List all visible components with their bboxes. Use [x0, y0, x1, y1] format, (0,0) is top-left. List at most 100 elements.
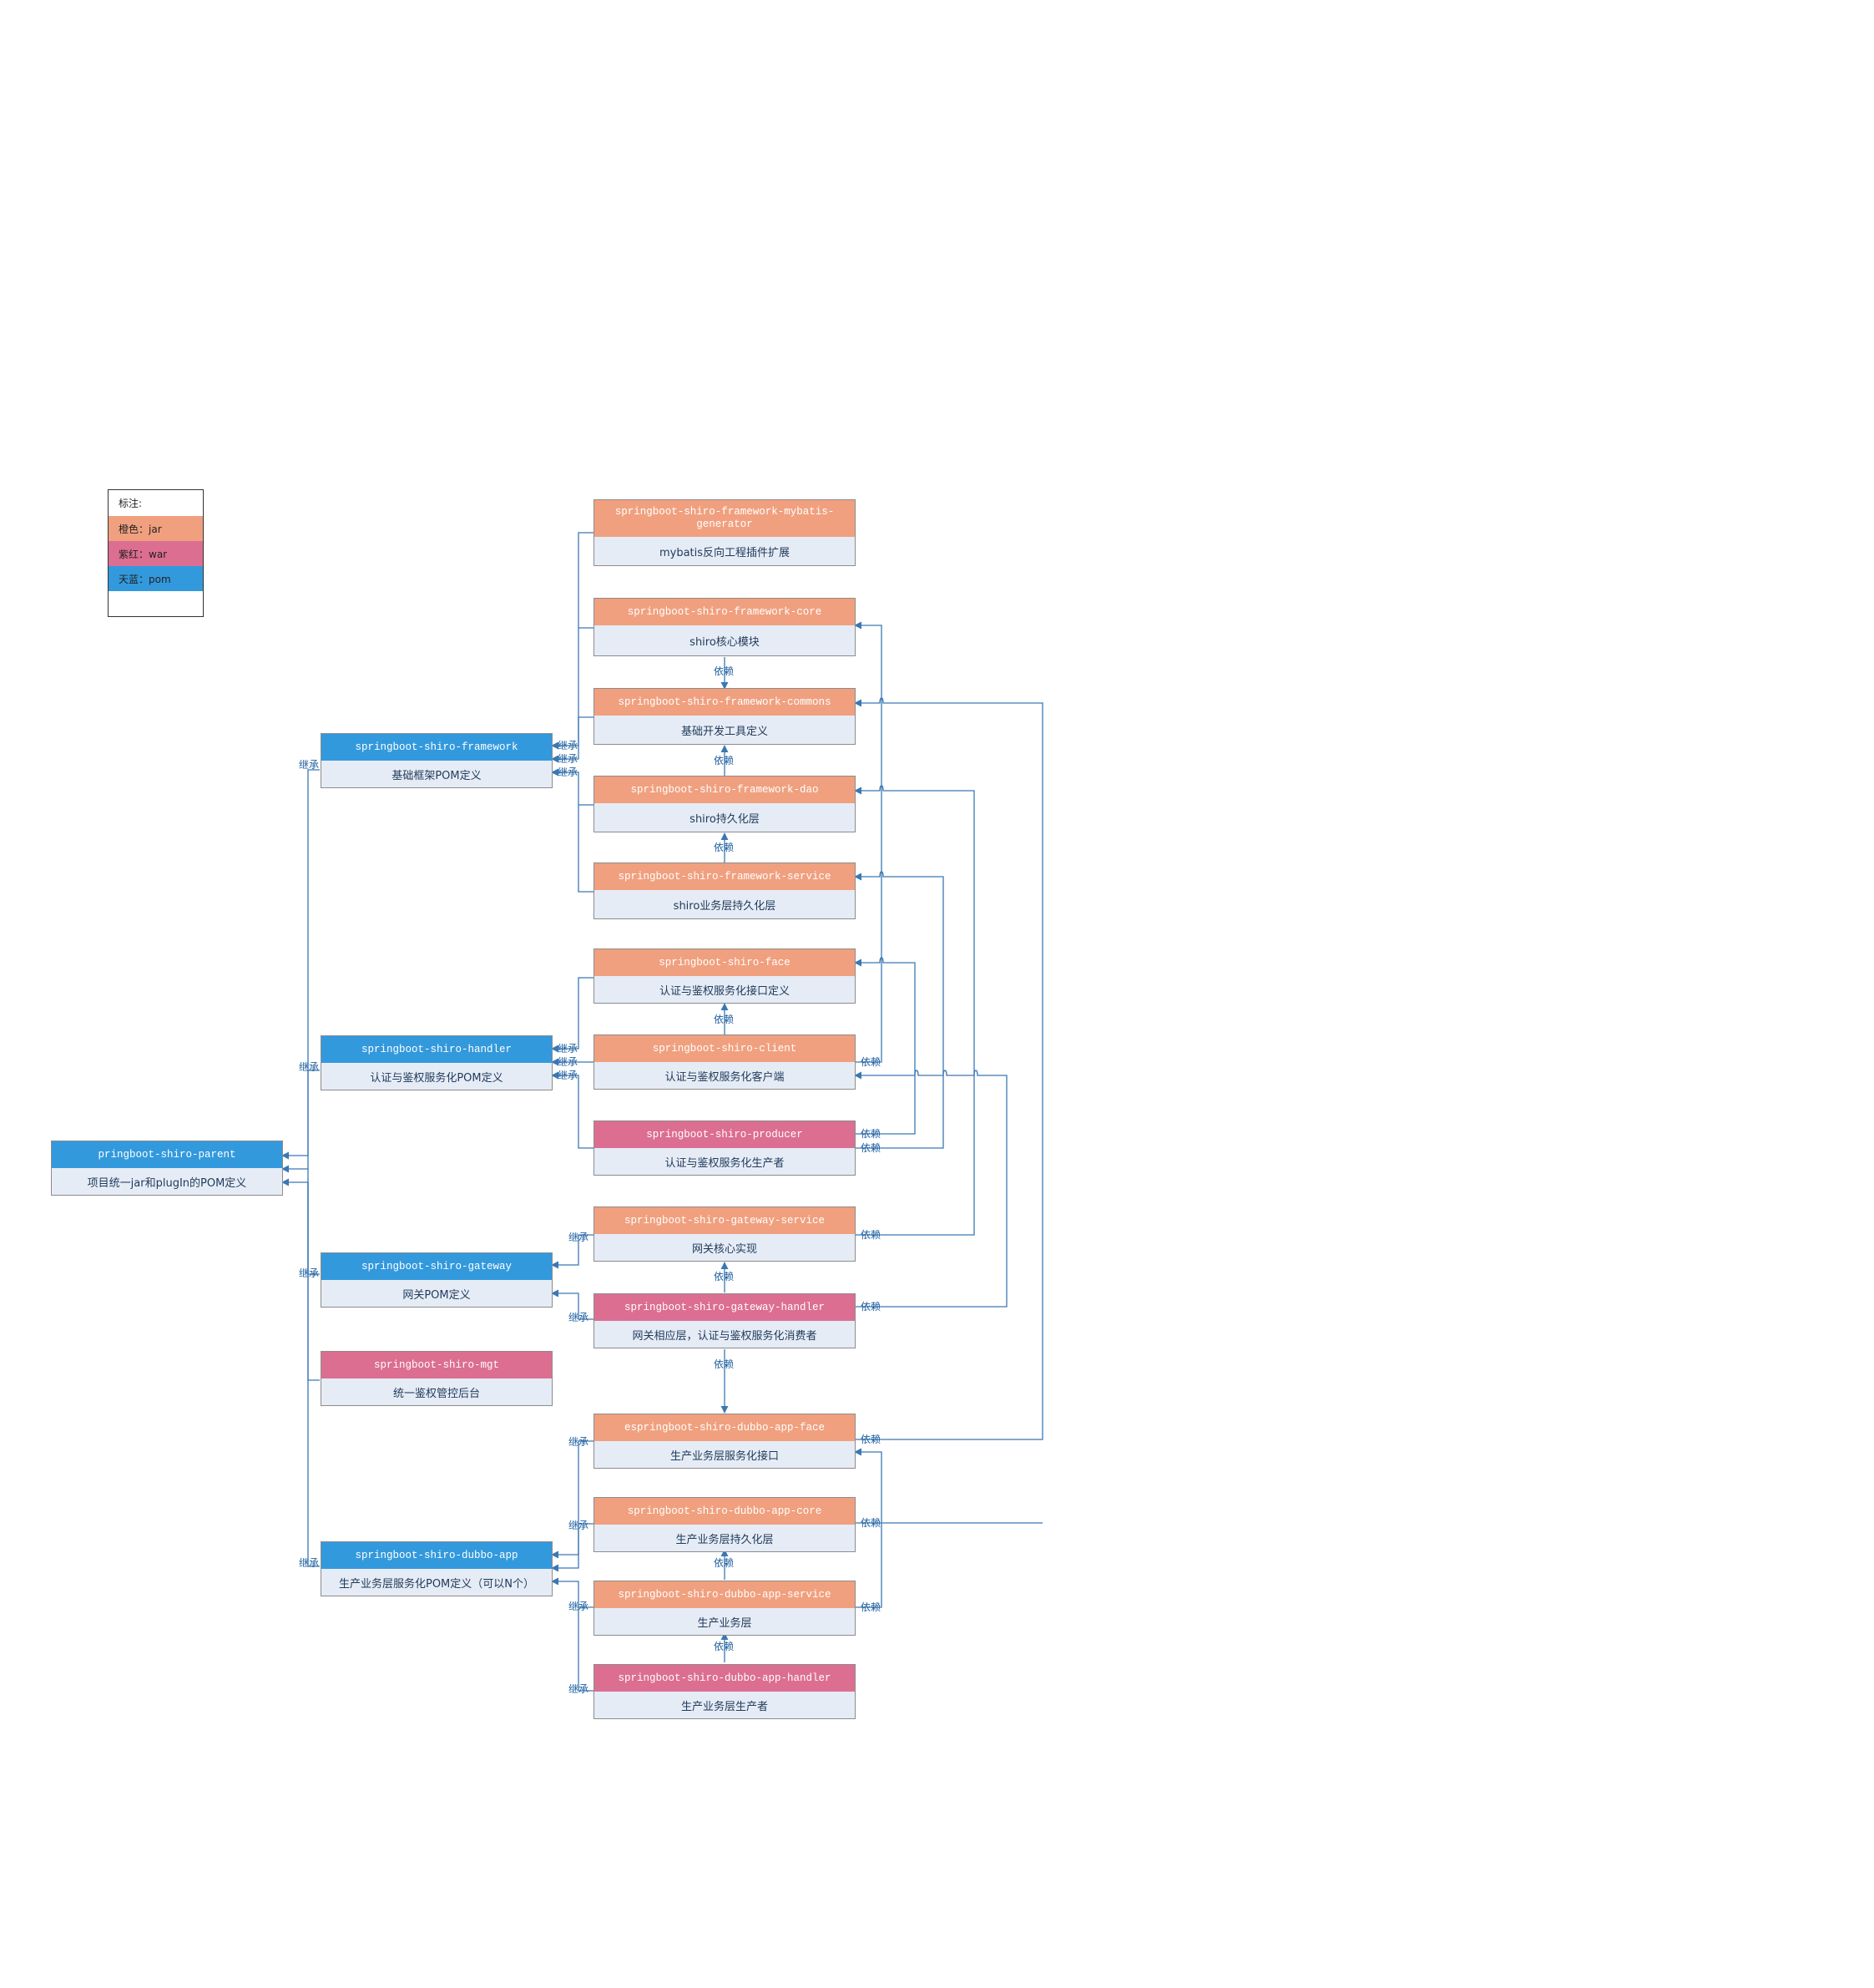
node-description: 认证与鉴权服务化接口定义: [659, 984, 790, 998]
node-title: springboot-shiro-framework: [321, 734, 552, 761]
inherit-edge-gateway: [307, 1169, 320, 1275]
node-description: 生产业务层生产者: [680, 1700, 768, 1713]
depend-edge-producer-face: [854, 957, 916, 1135]
node-client[interactable]: springboot-shiro-client 认证与鉴权服务化客户端: [594, 1034, 856, 1090]
node-title: springboot-shiro-client: [594, 1035, 855, 1062]
node-title: springboot-shiro-gateway: [321, 1253, 552, 1280]
edge-label-depend: 依赖: [714, 754, 734, 766]
node-description: 生产业务层服务化接口: [669, 1449, 779, 1463]
depend-edge-producer-service: [854, 871, 944, 1149]
node-description: 认证与鉴权服务化生产者: [664, 1156, 785, 1170]
edge-label-depend: 依赖: [861, 1127, 881, 1140]
inherit-edge-gw-service: [551, 1234, 594, 1269]
node-description: shiro业务层持久化层: [673, 899, 776, 913]
node-title: springboot-shiro-framework-core: [594, 599, 855, 625]
node-title: springboot-shiro-dubbo-app: [321, 1542, 552, 1569]
edge-label-depend: 依赖: [714, 1556, 734, 1569]
node-dubbo-app[interactable]: springboot-shiro-dubbo-app 生产业务层服务化POM定义…: [321, 1541, 553, 1596]
node-da-handler[interactable]: springboot-shiro-dubbo-app-handler 生产业务层…: [594, 1664, 856, 1719]
node-fw-core[interactable]: springboot-shiro-framework-core shiro核心模…: [594, 598, 856, 656]
inherit-edge-face: [551, 977, 594, 1053]
edge-label-inherit: 继承: [299, 759, 319, 771]
node-gw-service[interactable]: springboot-shiro-gateway-service 网关核心实现: [594, 1206, 856, 1262]
node-gw-handler[interactable]: springboot-shiro-gateway-handler 网关相应层，认…: [594, 1293, 856, 1348]
node-description: shiro核心模块: [689, 635, 760, 649]
node-fw-commons[interactable]: springboot-shiro-framework-commons 基础开发工…: [594, 688, 856, 745]
inherit-edge-handler: [281, 1070, 320, 1173]
edge-label-depend: 依赖: [714, 665, 734, 677]
node-title: springboot-shiro-framework-mybatis-gener…: [594, 500, 855, 537]
edge-label-inherit: 继承: [299, 1061, 319, 1073]
node-description: 生产业务层服务化POM定义（可以N个）: [338, 1577, 534, 1591]
inherit-edge-fw-commons: [551, 716, 594, 763]
node-framework[interactable]: springboot-shiro-framework 基础框架POM定义: [321, 733, 553, 788]
edge-label-inherit: 继承: [568, 1601, 588, 1612]
edge-label-inherit: 继承: [568, 1683, 588, 1695]
node-da-service[interactable]: springboot-shiro-dubbo-app-service 生产业务层: [594, 1581, 856, 1636]
edge-label-inherit: 继承: [558, 766, 578, 778]
edge-label-inherit: 继承: [299, 1267, 319, 1279]
edge-label-inherit: 继承: [568, 1232, 588, 1243]
depend-edge-client-core: [854, 621, 882, 1063]
node-fw-dao[interactable]: springboot-shiro-framework-dao shiro持久化层: [594, 776, 856, 832]
depend-labels: 依赖 依赖 依赖 依赖 依赖 依赖 依赖 依赖 依赖 依赖 依赖 依赖 依赖 依…: [714, 665, 881, 1652]
node-parent[interactable]: pringboot-shiro-parent 项目统一jar和plugIn的PO…: [51, 1141, 283, 1196]
node-description: 基础开发工具定义: [680, 725, 768, 738]
edge-label-depend: 依赖: [714, 841, 734, 853]
node-description: 认证与鉴权服务化客户端: [664, 1070, 785, 1084]
edge-label-inherit: 继承: [558, 1056, 578, 1068]
node-title: springboot-shiro-mgt: [321, 1352, 552, 1378]
edge-label-depend: 依赖: [861, 1300, 881, 1313]
node-fw-mybatis[interactable]: springboot-shiro-framework-mybatis-gener…: [594, 499, 856, 566]
node-gateway[interactable]: springboot-shiro-gateway 网关POM定义: [321, 1252, 553, 1308]
node-title: springboot-shiro-dubbo-app-service: [594, 1581, 855, 1608]
node-producer[interactable]: springboot-shiro-producer 认证与鉴权服务化生产者: [594, 1120, 856, 1176]
legend-item-pom: 天蓝：pom: [109, 566, 203, 591]
node-title: springboot-shiro-framework-commons: [594, 689, 855, 716]
node-description: 网关相应层，认证与鉴权服务化消费者: [632, 1329, 817, 1343]
edge-label-depend: 依赖: [861, 1055, 881, 1068]
node-description: 网关核心实现: [691, 1242, 757, 1256]
edge-label-depend: 依赖: [861, 1516, 881, 1529]
node-description: mybatis反向工程插件扩展: [659, 546, 791, 559]
edge-label-depend: 依赖: [861, 1601, 881, 1613]
node-title: springboot-shiro-gateway-handler: [594, 1294, 855, 1321]
edge-label-inherit: 继承: [568, 1436, 588, 1448]
depend-edge-daservice-daface: [854, 1448, 882, 1608]
edge-label-depend: 依赖: [861, 1141, 881, 1154]
node-title: springboot-shiro-handler: [321, 1036, 552, 1063]
node-da-face[interactable]: espringboot-shiro-dubbo-app-face 生产业务层服务…: [594, 1414, 856, 1469]
node-face[interactable]: springboot-shiro-face 认证与鉴权服务化接口定义: [594, 948, 856, 1004]
inherit-edge-da-face: [551, 1440, 594, 1559]
node-mgt[interactable]: springboot-shiro-mgt 统一鉴权管控后台: [321, 1351, 553, 1406]
node-title: springboot-shiro-framework-dao: [594, 776, 855, 803]
node-title: springboot-shiro-dubbo-app-handler: [594, 1665, 855, 1692]
legend-title: 标注:: [119, 497, 143, 509]
legend-item-war: 紫红：war: [109, 541, 203, 566]
inherit-labels: 继承 继承 继承 继承 继承 继承 继承 继承 继承 继承 继承 继承 继承 继…: [299, 740, 588, 1695]
node-title: espringboot-shiro-dubbo-app-face: [594, 1414, 855, 1441]
node-title: springboot-shiro-dubbo-app-core: [594, 1498, 855, 1525]
inherit-edge-producer: [551, 1071, 594, 1149]
depend-edge-gwh-client: [854, 1070, 1008, 1308]
node-description: 项目统一jar和plugIn的POM定义: [87, 1176, 247, 1190]
edge-label-depend: 依赖: [714, 1358, 734, 1370]
depend-edge-gws-dao: [854, 785, 975, 1236]
node-description: 生产业务层持久化层: [675, 1533, 774, 1546]
inherit-edge-da-handler: [578, 1607, 594, 1692]
inherit-edge-gw-handler: [551, 1289, 594, 1320]
node-description: 认证与鉴权服务化POM定义: [370, 1071, 503, 1085]
node-da-core[interactable]: springboot-shiro-dubbo-app-core 生产业务层持久化…: [594, 1497, 856, 1552]
edge-label-depend: 依赖: [714, 1270, 734, 1282]
inherit-edge-framework: [281, 769, 320, 1160]
legend: 标注: 橙色：jar 紫红：war 天蓝：pom: [108, 489, 204, 617]
inherit-edge-mgt: [281, 1178, 320, 1381]
node-description: 网关POM定义: [402, 1288, 471, 1302]
inherit-edge-fw-service: [578, 805, 594, 893]
node-fw-service[interactable]: springboot-shiro-framework-service shiro…: [594, 862, 856, 919]
node-description: shiro持久化层: [689, 812, 760, 826]
node-handler[interactable]: springboot-shiro-handler 认证与鉴权服务化POM定义: [321, 1035, 553, 1090]
depend-edge-daface-commons: [854, 697, 1043, 1440]
